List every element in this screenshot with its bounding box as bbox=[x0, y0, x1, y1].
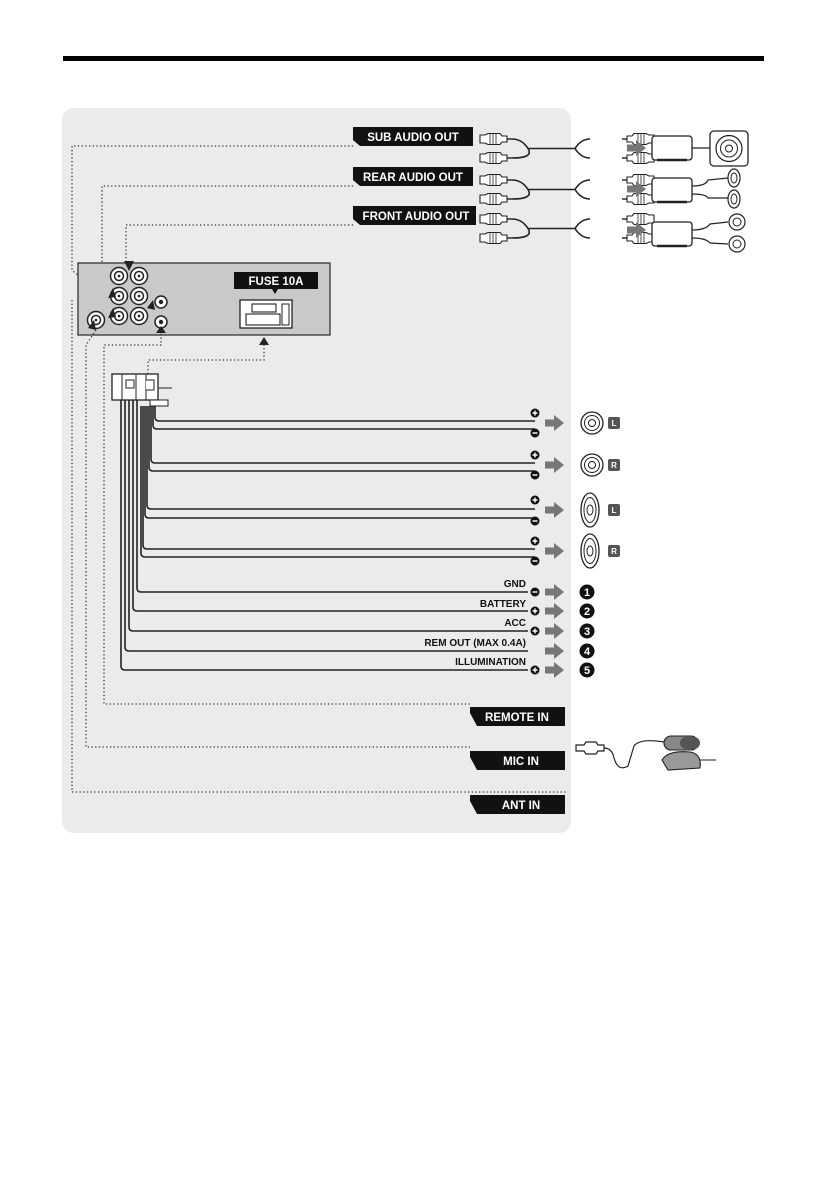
rear-audio-out-label: REAR AUDIO OUT bbox=[353, 167, 473, 186]
speaker-left-badge: L bbox=[612, 419, 617, 428]
wire-number-badge: 4 bbox=[584, 646, 591, 658]
remote-in-label: REMOTE IN bbox=[470, 707, 565, 726]
svg-text:ANT IN: ANT IN bbox=[502, 800, 540, 812]
svg-text:FUSE 10A: FUSE 10A bbox=[249, 276, 304, 288]
wire-number-badge: 5 bbox=[584, 665, 590, 677]
speaker-right-badge: R bbox=[611, 547, 617, 556]
wire-number-badge: 1 bbox=[584, 587, 590, 599]
front-amplifier-icon bbox=[652, 222, 692, 246]
front-audio-out-label: FRONT AUDIO OUT bbox=[353, 206, 476, 225]
speaker-rear-left-icon: L bbox=[581, 493, 620, 527]
svg-text:REMOTE IN: REMOTE IN bbox=[485, 712, 549, 724]
front-speaker-icon bbox=[729, 214, 745, 252]
speaker-front-right-icon: R bbox=[581, 454, 620, 476]
microphone-icon bbox=[576, 736, 716, 770]
wire-label: GND bbox=[504, 579, 526, 590]
head-unit-rear-panel: FUSE 10A bbox=[78, 263, 330, 335]
sub-amplifier-icon bbox=[652, 136, 692, 160]
fuse-holder-icon bbox=[240, 300, 292, 328]
rear-speaker-icon bbox=[728, 169, 740, 208]
wire-label: REM OUT (MAX 0.4A) bbox=[424, 638, 526, 649]
speaker-front-left-icon: L bbox=[581, 412, 620, 434]
mic-in-label: MIC IN bbox=[470, 751, 565, 770]
speaker-left-badge: L bbox=[612, 506, 617, 515]
wire-label: BATTERY bbox=[480, 599, 526, 610]
sub-audio-out-label: SUB AUDIO OUT bbox=[353, 127, 473, 146]
svg-text:REAR AUDIO OUT: REAR AUDIO OUT bbox=[363, 172, 463, 184]
wire-label: ACC bbox=[504, 618, 526, 629]
svg-text:SUB AUDIO OUT: SUB AUDIO OUT bbox=[367, 132, 459, 144]
speaker-right-badge: R bbox=[611, 461, 617, 470]
subwoofer-icon bbox=[710, 131, 748, 166]
speaker-rear-right-icon: R bbox=[581, 534, 620, 568]
rear-amplifier-icon bbox=[652, 178, 692, 202]
svg-text:FRONT AUDIO OUT: FRONT AUDIO OUT bbox=[363, 211, 470, 223]
wire-number-badge: 3 bbox=[584, 626, 590, 638]
wire-label: ILLUMINATION bbox=[455, 657, 526, 668]
ant-in-label: ANT IN bbox=[470, 795, 565, 814]
svg-text:MIC IN: MIC IN bbox=[503, 756, 539, 768]
mic-in-jack-icon bbox=[155, 296, 167, 308]
wire-number-badge: 2 bbox=[584, 606, 590, 618]
